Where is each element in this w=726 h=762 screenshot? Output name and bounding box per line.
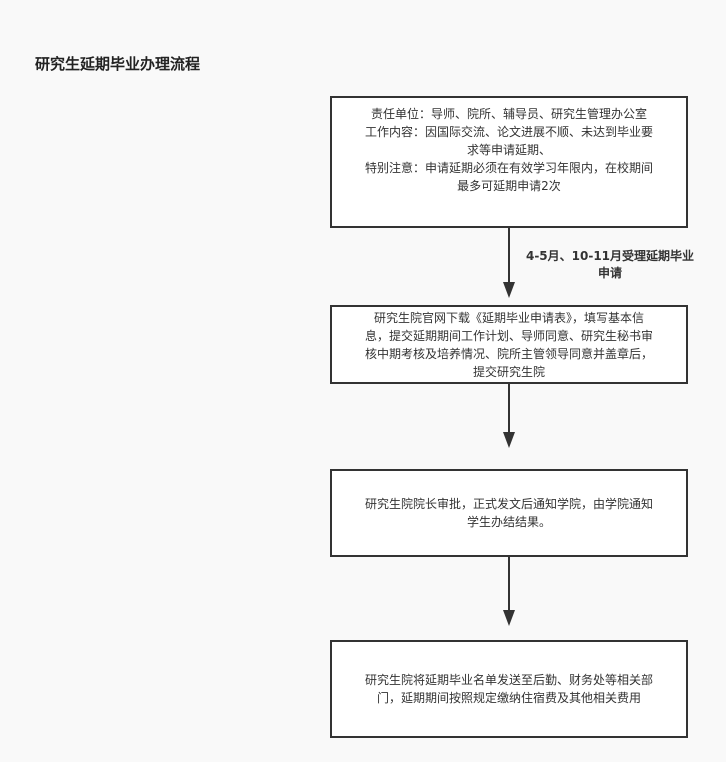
arrow-3-4 xyxy=(503,557,515,626)
step-line: 核中期考核及培养情况、院所主管领导同意并盖章后， xyxy=(364,346,653,361)
edge-label: 4-5月、10-11月受理延期毕业 申请 xyxy=(515,248,705,282)
step-box-notification: 研究生院将延期毕业名单发送至后勤、财务处等相关部 门，延期期间按照规定缴纳住宿费… xyxy=(330,640,688,738)
step-line: 研究生院官网下载《延期毕业申请表》，填写基本信 xyxy=(373,310,644,325)
step-box-application: 研究生院官网下载《延期毕业申请表》，填写基本信 息，提交延期期间工作计划、导师同… xyxy=(330,305,688,384)
step-line: 息，提交延期期间工作计划、导师同意、研究生秘书审 xyxy=(364,328,653,343)
edge-label-line: 申请 xyxy=(597,266,622,280)
step-line: 责任单位：导师、院所、辅导员、研究生管理办公室 xyxy=(370,107,647,121)
step-line: 门，延期期间按照规定缴纳住宿费及其他相关费用 xyxy=(376,691,641,705)
step-line: 最多可延期申请2次 xyxy=(457,179,561,193)
edge-label-line: 4-5月、10-11月受理延期毕业 xyxy=(525,249,695,263)
step-line: 提交研究生院 xyxy=(472,364,545,379)
arrow-1-2 xyxy=(503,228,515,298)
step-line: 学生办结结果。 xyxy=(466,515,551,529)
step-box-responsibility: 责任单位：导师、院所、辅导员、研究生管理办公室 工作内容：因国际交流、论文进展不… xyxy=(330,96,688,228)
step-line: 特别注意：申请延期必须在有效学习年限内，在校期间 xyxy=(364,161,653,175)
step-box-approval: 研究生院院长审批，正式发文后通知学院，由学院通知 学生办结结果。 xyxy=(330,469,688,557)
step-line: 研究生院院长审批，正式发文后通知学院，由学院通知 xyxy=(364,497,653,511)
step-line: 研究生院将延期毕业名单发送至后勤、财务处等相关部 xyxy=(364,673,653,687)
page-title: 研究生延期毕业办理流程 xyxy=(35,55,201,73)
step-line: 求等申请延期、 xyxy=(466,143,551,157)
arrow-2-3 xyxy=(503,384,515,448)
step-line: 工作内容：因国际交流、论文进展不顺、未达到毕业要 xyxy=(364,125,653,139)
